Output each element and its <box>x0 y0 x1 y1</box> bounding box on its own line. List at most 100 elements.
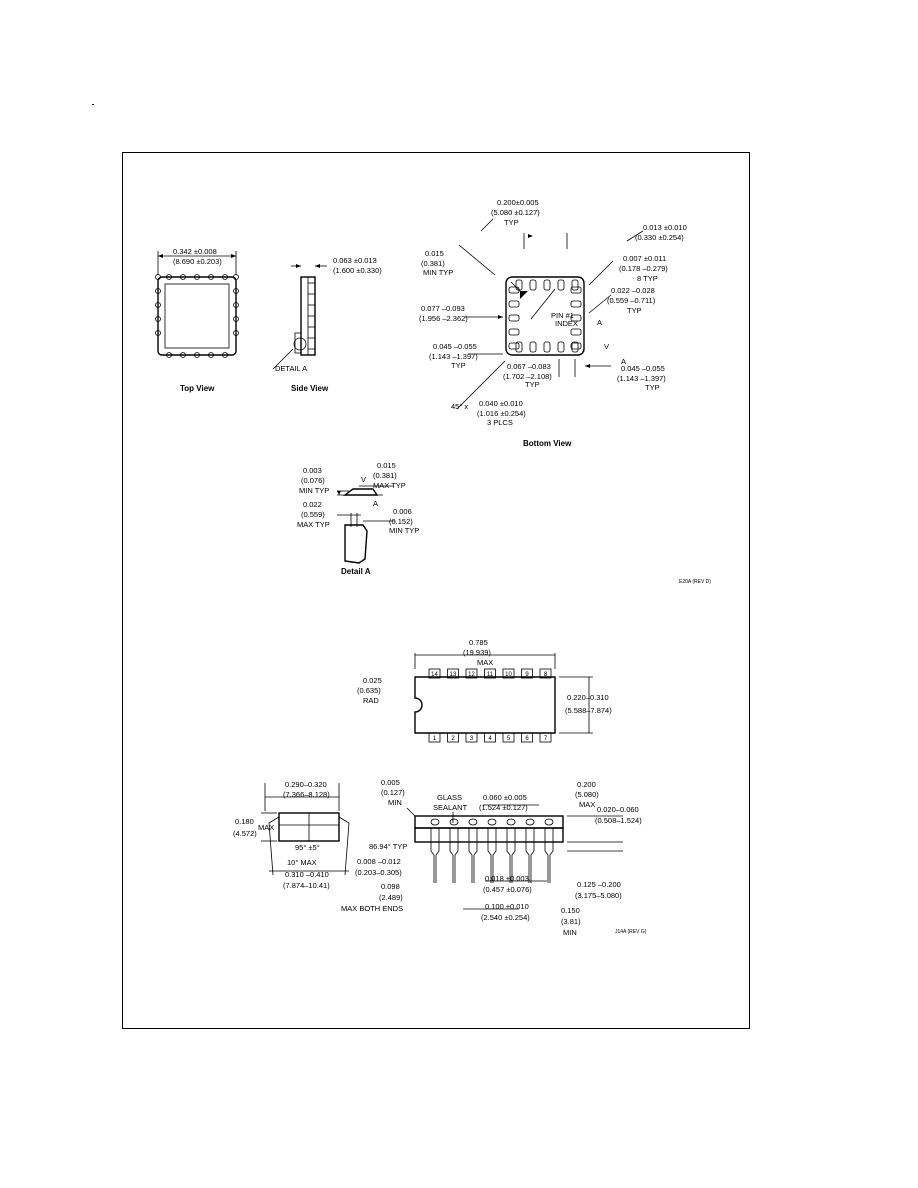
side-150-min: MIN <box>563 928 577 937</box>
side-view-label: Side View <box>291 384 329 393</box>
side-sealant: SEALANT <box>433 803 468 812</box>
detail-006-mm: (0.152) <box>389 517 413 526</box>
side-020: 0.020–0.060 <box>597 805 639 814</box>
side-005-mm: (0.127) <box>381 788 405 797</box>
pin-number-7: 7 <box>544 736 548 742</box>
detail-015-mm: (0.381) <box>373 471 397 480</box>
dim-040: 0.040 ±0.010 <box>479 399 523 408</box>
pin-box-8 <box>539 668 552 679</box>
side-060: 0.060 ±0.005 <box>483 793 527 802</box>
figure-b-drawing-id: J14A (REV G) <box>615 929 647 935</box>
side-height-dim: 0.063 ±0.013 <box>333 256 377 265</box>
side-008-mm: (0.203–0.305) <box>355 868 402 877</box>
side-005-min: MIN <box>388 798 402 807</box>
bottom-pad <box>570 328 582 336</box>
castellation <box>180 274 186 280</box>
castellation <box>180 352 186 358</box>
dip-rad-mm: (0.635) <box>357 686 381 695</box>
lcc-side-view: 0.063 ±0.013 (1.600 ±0.330) DETAIL A Sid… <box>272 256 382 393</box>
end-180: 0.180 <box>235 817 254 826</box>
dim-045-right: 0.045 –0.055 <box>621 364 665 373</box>
bottom-pad <box>515 341 523 353</box>
bottom-pad <box>570 342 582 350</box>
dip-lead <box>473 828 478 883</box>
dim-022-typ: TYP <box>627 306 642 315</box>
index-label: INDEX <box>555 319 578 328</box>
dim-045-right-mm: (1.143 –1.397) <box>617 374 666 383</box>
lcc-bottom-view: PIN #1 INDEX 0.200±0.005 (5.080 ±0.127) … <box>419 198 687 448</box>
pin-box-11 <box>484 668 496 679</box>
pin-box-3 <box>465 732 478 743</box>
lcc-detail-a: 0.003 (0.076) MIN TYP 0.015 (0.381) MAX … <box>297 461 419 576</box>
dim-013-mm: (0.330 ±0.254) <box>635 233 684 242</box>
dim-015: 0.015 <box>425 249 444 258</box>
dim-040-mm: (1.016 ±0.254) <box>477 409 526 418</box>
dip-lead <box>506 828 511 883</box>
dim-045-right-typ: TYP <box>645 383 660 392</box>
dip-lead <box>430 828 435 883</box>
dip-lead-top <box>468 818 478 826</box>
side-098-note: MAX BOTH ENDS <box>341 904 403 913</box>
dim-067-typ: TYP <box>525 380 540 389</box>
side-100-mm: (2.540 ±0.254) <box>481 913 530 922</box>
pin-number-6: 6 <box>525 736 529 742</box>
castellation <box>194 274 200 280</box>
dim-013: 0.013 ±0.010 <box>643 223 687 232</box>
pin-number-8: 8 <box>544 672 548 678</box>
side-100: 0.100 ±0.010 <box>485 902 529 911</box>
dim-022-mm: (0.559 –0.711) <box>607 296 656 305</box>
side-060-mm: (1.524 ±0.127) <box>479 803 528 812</box>
dim-015-mm: (0.381) <box>421 259 445 268</box>
arrow-v: V <box>604 342 609 351</box>
dim-45deg: 45° x <box>451 402 468 411</box>
side-150-mm: (3.81) <box>561 917 581 926</box>
pin-number-4: 4 <box>488 736 492 742</box>
dip-lead <box>511 828 516 883</box>
dim-045-left-mm: (1.143 –1.397) <box>429 352 478 361</box>
pin-box-12 <box>465 668 478 679</box>
drawing-frame: 0.342 ±0.008 (8.690 ±0.203) Top View 0.0… <box>122 152 750 1029</box>
package-drawing: 0.342 ±0.008 (8.690 ±0.203) Top View 0.0… <box>155 198 711 937</box>
top-width-dim: 0.342 ±0.008 <box>173 247 217 256</box>
dip-width: 0.220–0.310 <box>567 693 609 702</box>
side-020-mm: (0.508–1.524) <box>595 816 642 825</box>
pin-number-13: 13 <box>450 672 457 678</box>
bottom-view-label: Bottom View <box>523 439 572 448</box>
detail-003-mm: (0.076) <box>301 476 325 485</box>
dip-lead <box>530 828 535 883</box>
dip-length: 0.785 <box>469 638 488 647</box>
bottom-pad <box>570 286 582 294</box>
dip-lead <box>544 828 549 883</box>
end-angle-max: 10° MAX <box>287 858 317 867</box>
bottom-pad <box>508 328 520 336</box>
arrow-a-2: A <box>621 357 626 366</box>
stray-mark <box>92 104 94 105</box>
castellation <box>166 274 172 280</box>
pin-box-7 <box>539 732 552 743</box>
end-310-mm: (7.874–10.41) <box>283 881 330 890</box>
end-180-mm: (4.572) <box>233 829 257 838</box>
bottom-pad <box>543 341 551 353</box>
dip-lead <box>525 828 530 883</box>
castellation <box>155 316 161 322</box>
pin-number-3: 3 <box>470 736 474 742</box>
pin-number-1: 1 <box>433 736 437 742</box>
dip-rad: 0.025 <box>363 676 382 685</box>
pitch-typ: TYP <box>504 218 519 227</box>
dip-lead-top <box>525 818 535 826</box>
dim-067: 0.067 –0.083 <box>507 362 551 371</box>
dim-007-note: 8 TYP <box>637 274 658 283</box>
side-008: 0.008 –0.012 <box>357 857 401 866</box>
arrow-a: A <box>597 318 602 327</box>
side-125-mm: (3.175–5.080) <box>575 891 622 900</box>
side-200-mm: (5.080) <box>575 790 599 799</box>
lcc-top-view: 0.342 ±0.008 (8.690 ±0.203) Top View <box>155 247 239 393</box>
top-width-dim-mm: (8.690 ±0.203) <box>173 257 222 266</box>
bottom-pad <box>529 279 537 291</box>
side-200-max: MAX <box>579 800 595 809</box>
dip-rad-note: RAD <box>363 696 379 705</box>
castellation <box>222 352 228 358</box>
detail-a-label: Detail A <box>341 567 371 576</box>
dip-lead <box>468 828 473 883</box>
detail-022-note: MAX TYP <box>297 520 330 529</box>
